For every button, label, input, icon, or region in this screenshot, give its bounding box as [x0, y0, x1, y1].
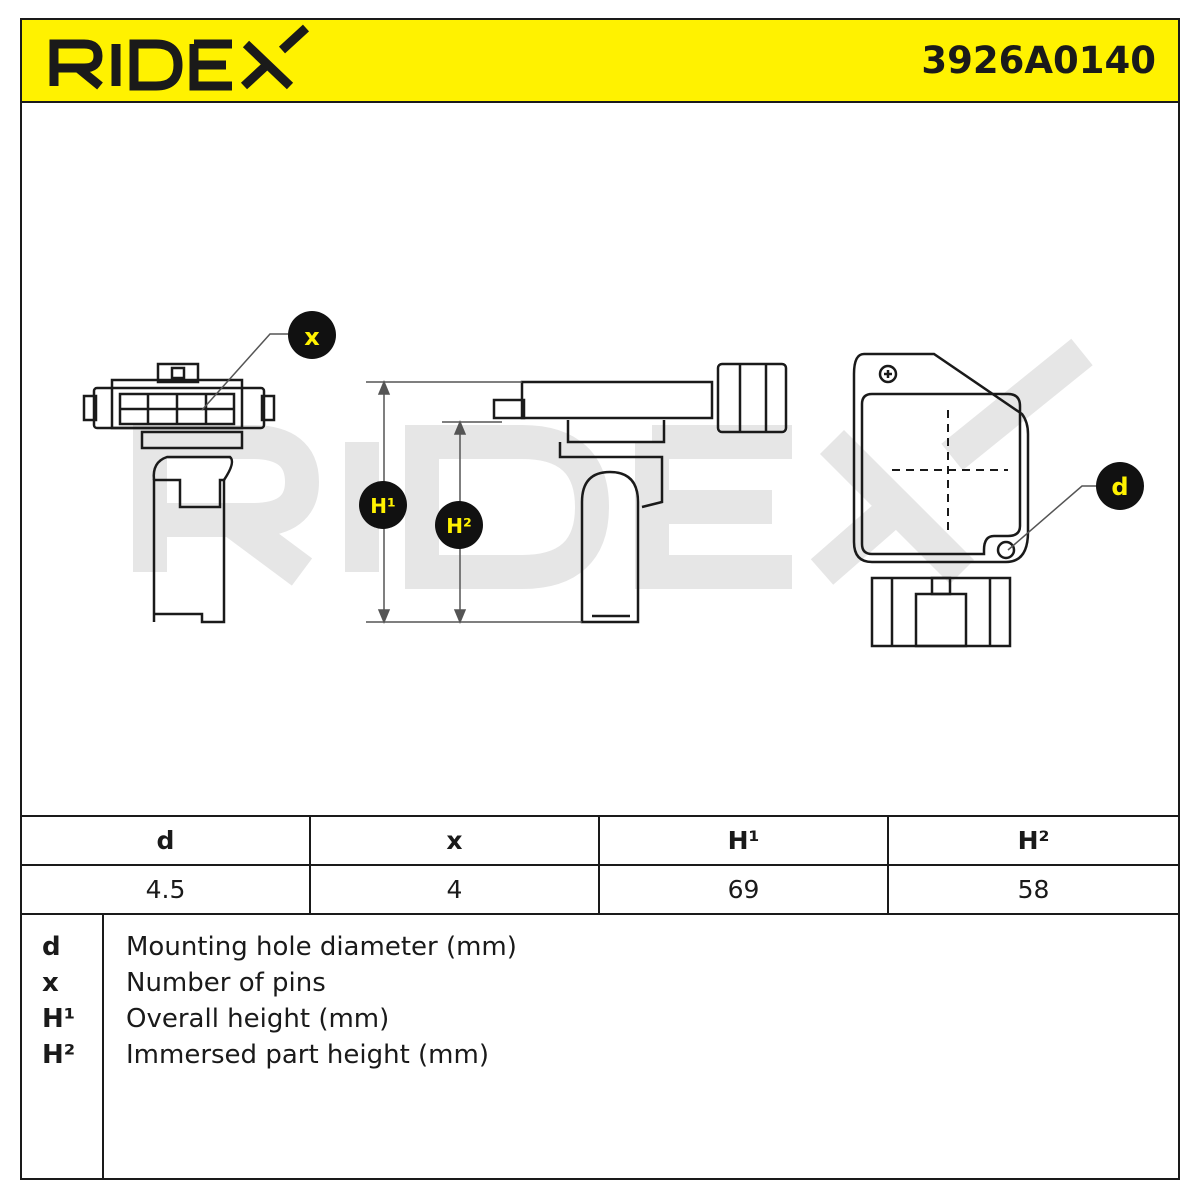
spec-header-row: d x H¹ H²	[22, 817, 1178, 866]
technical-drawing: x d H¹ H²	[22, 103, 1178, 815]
legend-text: Mounting hole diameter (mm)	[126, 932, 517, 962]
legend-text: Overall height (mm)	[126, 1004, 390, 1034]
legend-divider	[102, 913, 104, 1180]
side-view	[492, 362, 788, 624]
datasheet: 3926A0140	[20, 18, 1180, 1180]
legend-key: d	[42, 932, 61, 962]
spec-header-h1: H¹	[600, 817, 889, 864]
spec-value-row: 4.5 4 69 58	[22, 866, 1178, 913]
legend-item: x Number of pins	[22, 965, 1178, 1001]
legend-text: Immersed part height (mm)	[126, 1040, 489, 1070]
header-bar: 3926A0140	[22, 20, 1178, 103]
legend-item: H² Immersed part height (mm)	[22, 1037, 1178, 1073]
legend-key: x	[42, 968, 59, 998]
callout-h2: H²	[435, 501, 483, 549]
callout-x: x	[288, 311, 336, 359]
ridex-watermark	[133, 338, 1093, 589]
spec-value-x: 4	[311, 866, 600, 913]
spec-header-x: x	[311, 817, 600, 864]
center-marks	[892, 410, 1008, 530]
legend-item: H¹ Overall height (mm)	[22, 1001, 1178, 1037]
spec-value-h1: 69	[600, 866, 889, 913]
callout-h1: H¹	[359, 481, 407, 529]
callout-x-label: x	[304, 323, 320, 351]
legend-key: H²	[42, 1040, 76, 1070]
top-view	[852, 352, 1030, 648]
callout-h1-label: H¹	[370, 494, 396, 518]
spec-header-h2: H²	[1017, 826, 1050, 855]
ridex-logo	[49, 24, 310, 91]
callout-h2-label: H²	[446, 514, 472, 538]
callout-d: d	[1096, 462, 1144, 510]
part-number: 3926A0140	[921, 39, 1156, 82]
spec-header-d: d	[22, 817, 311, 864]
legend-key: H¹	[42, 1004, 76, 1034]
legend-text: Number of pins	[126, 968, 326, 998]
callout-leaders	[201, 333, 1098, 551]
legend: d Mounting hole diameter (mm) x Number o…	[22, 913, 1178, 1180]
legend-item: d Mounting hole diameter (mm)	[22, 929, 1178, 965]
spec-value-h2: 58	[1017, 875, 1050, 904]
front-view	[82, 362, 276, 624]
spec-value-d: 4.5	[22, 866, 311, 913]
callout-d-label: d	[1111, 473, 1128, 501]
spec-table: d x H¹ H² 4.5 4 69 58	[22, 815, 1178, 915]
